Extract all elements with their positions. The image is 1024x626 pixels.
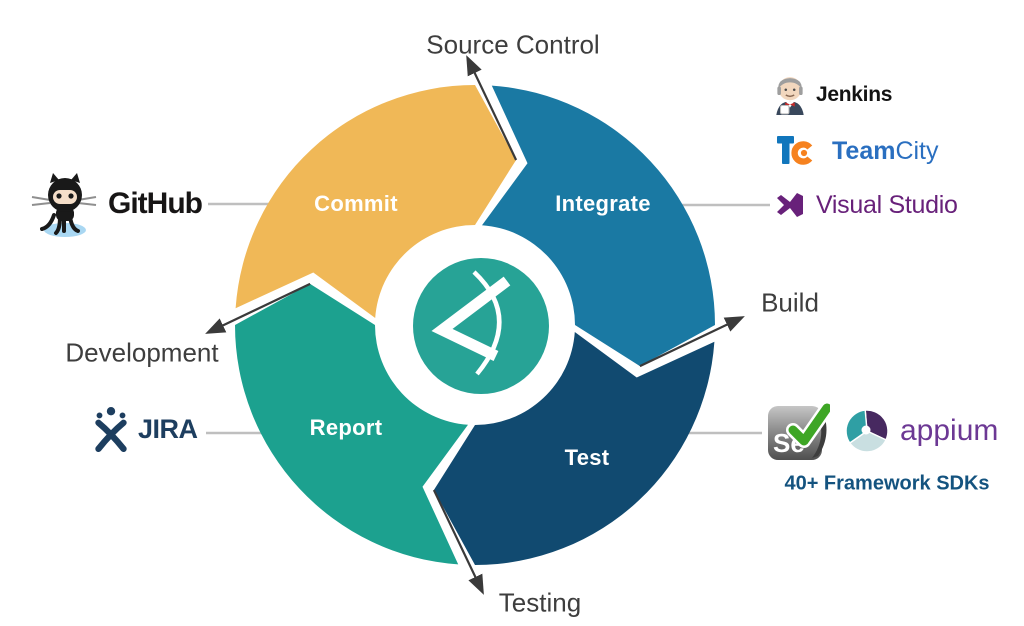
visual-studio-label: Visual Studio: [816, 190, 958, 219]
github-label: GitHub: [108, 187, 203, 220]
appium-label: appium: [900, 414, 999, 447]
teamcity-label-rest: City: [895, 136, 939, 165]
visual-studio-logo: Visual Studio: [774, 189, 958, 221]
stage-label-testing: Testing: [498, 587, 582, 618]
teamcity-logo: TeamCity: [776, 133, 939, 169]
github-octocat-icon: [31, 173, 97, 237]
jenkins-logo: Jenkins: [772, 75, 892, 115]
jenkins-label: Jenkins: [816, 83, 893, 106]
teamcity-icon: [777, 136, 813, 165]
test-tools-logos: Se appium: [766, 398, 998, 464]
segment-label-test: Test: [564, 445, 610, 470]
segment-test: [433, 332, 715, 565]
framework-sdks-note: 40+ Framework SDKs: [784, 472, 990, 495]
center-logo: [413, 258, 549, 394]
segment-label-report: Report: [309, 415, 383, 440]
source-control-arrow: [466, 55, 518, 161]
jenkins-butler-icon: [776, 77, 804, 115]
teamcity-label-bold: Team: [832, 136, 896, 165]
stage-label-source-control: Source Control: [426, 29, 600, 60]
build-arrow: [639, 316, 745, 368]
visual-studio-icon: [777, 193, 803, 217]
jira-logo: JIRA: [92, 406, 198, 452]
stage-arrows: [205, 55, 745, 595]
stage-label-build: Build: [761, 287, 819, 318]
segment-integrate: [482, 85, 715, 367]
jira-icon: [95, 407, 127, 452]
stage-label-development: Development: [65, 337, 219, 368]
center-logo-glyph: [431, 276, 511, 361]
connector-lines: [206, 202, 770, 435]
selenium-icon: Se: [768, 401, 830, 460]
appium-icon: [845, 409, 889, 453]
segment-label-integrate: Integrate: [555, 191, 651, 216]
jira-label: JIRA: [138, 413, 198, 444]
segment-report: [235, 283, 468, 565]
github-logo: GitHub: [28, 167, 203, 241]
development-arrow: [205, 282, 311, 334]
segment-commit: [235, 85, 517, 318]
teamcity-label: TeamCity: [832, 137, 939, 166]
center-logo-arc: [472, 270, 502, 376]
segment-label-commit: Commit: [314, 191, 398, 216]
testing-arrow: [432, 489, 484, 595]
